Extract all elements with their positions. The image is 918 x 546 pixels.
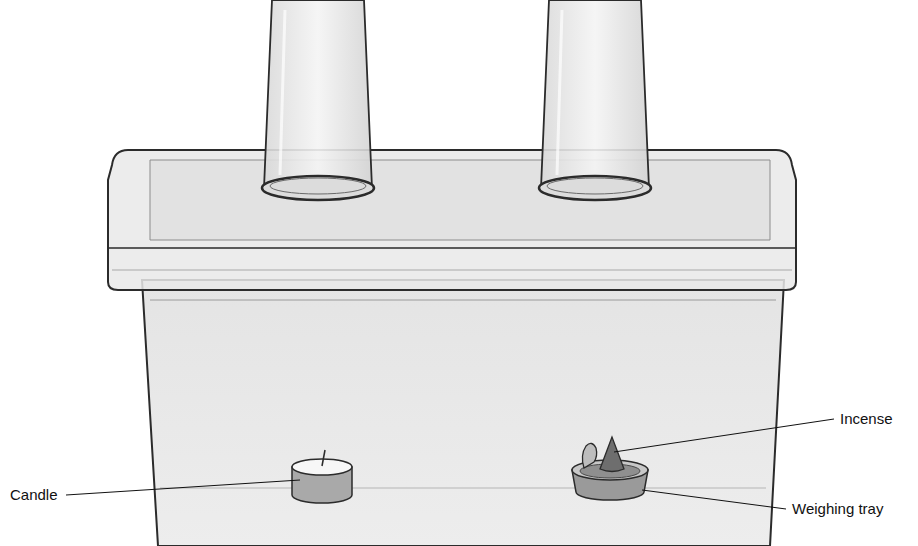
part-label: Incense	[840, 410, 893, 428]
leader-line	[614, 419, 834, 452]
leader-line	[66, 480, 300, 495]
left-cup	[262, 0, 374, 200]
leader-lines	[66, 419, 834, 509]
candle	[292, 450, 352, 503]
part-label: Candle	[10, 486, 58, 504]
part-label: Weighing tray	[792, 500, 883, 518]
right-cup	[539, 0, 651, 200]
leader-line	[642, 490, 786, 509]
container-body	[142, 280, 784, 546]
lid	[108, 150, 796, 290]
incense	[582, 437, 624, 472]
